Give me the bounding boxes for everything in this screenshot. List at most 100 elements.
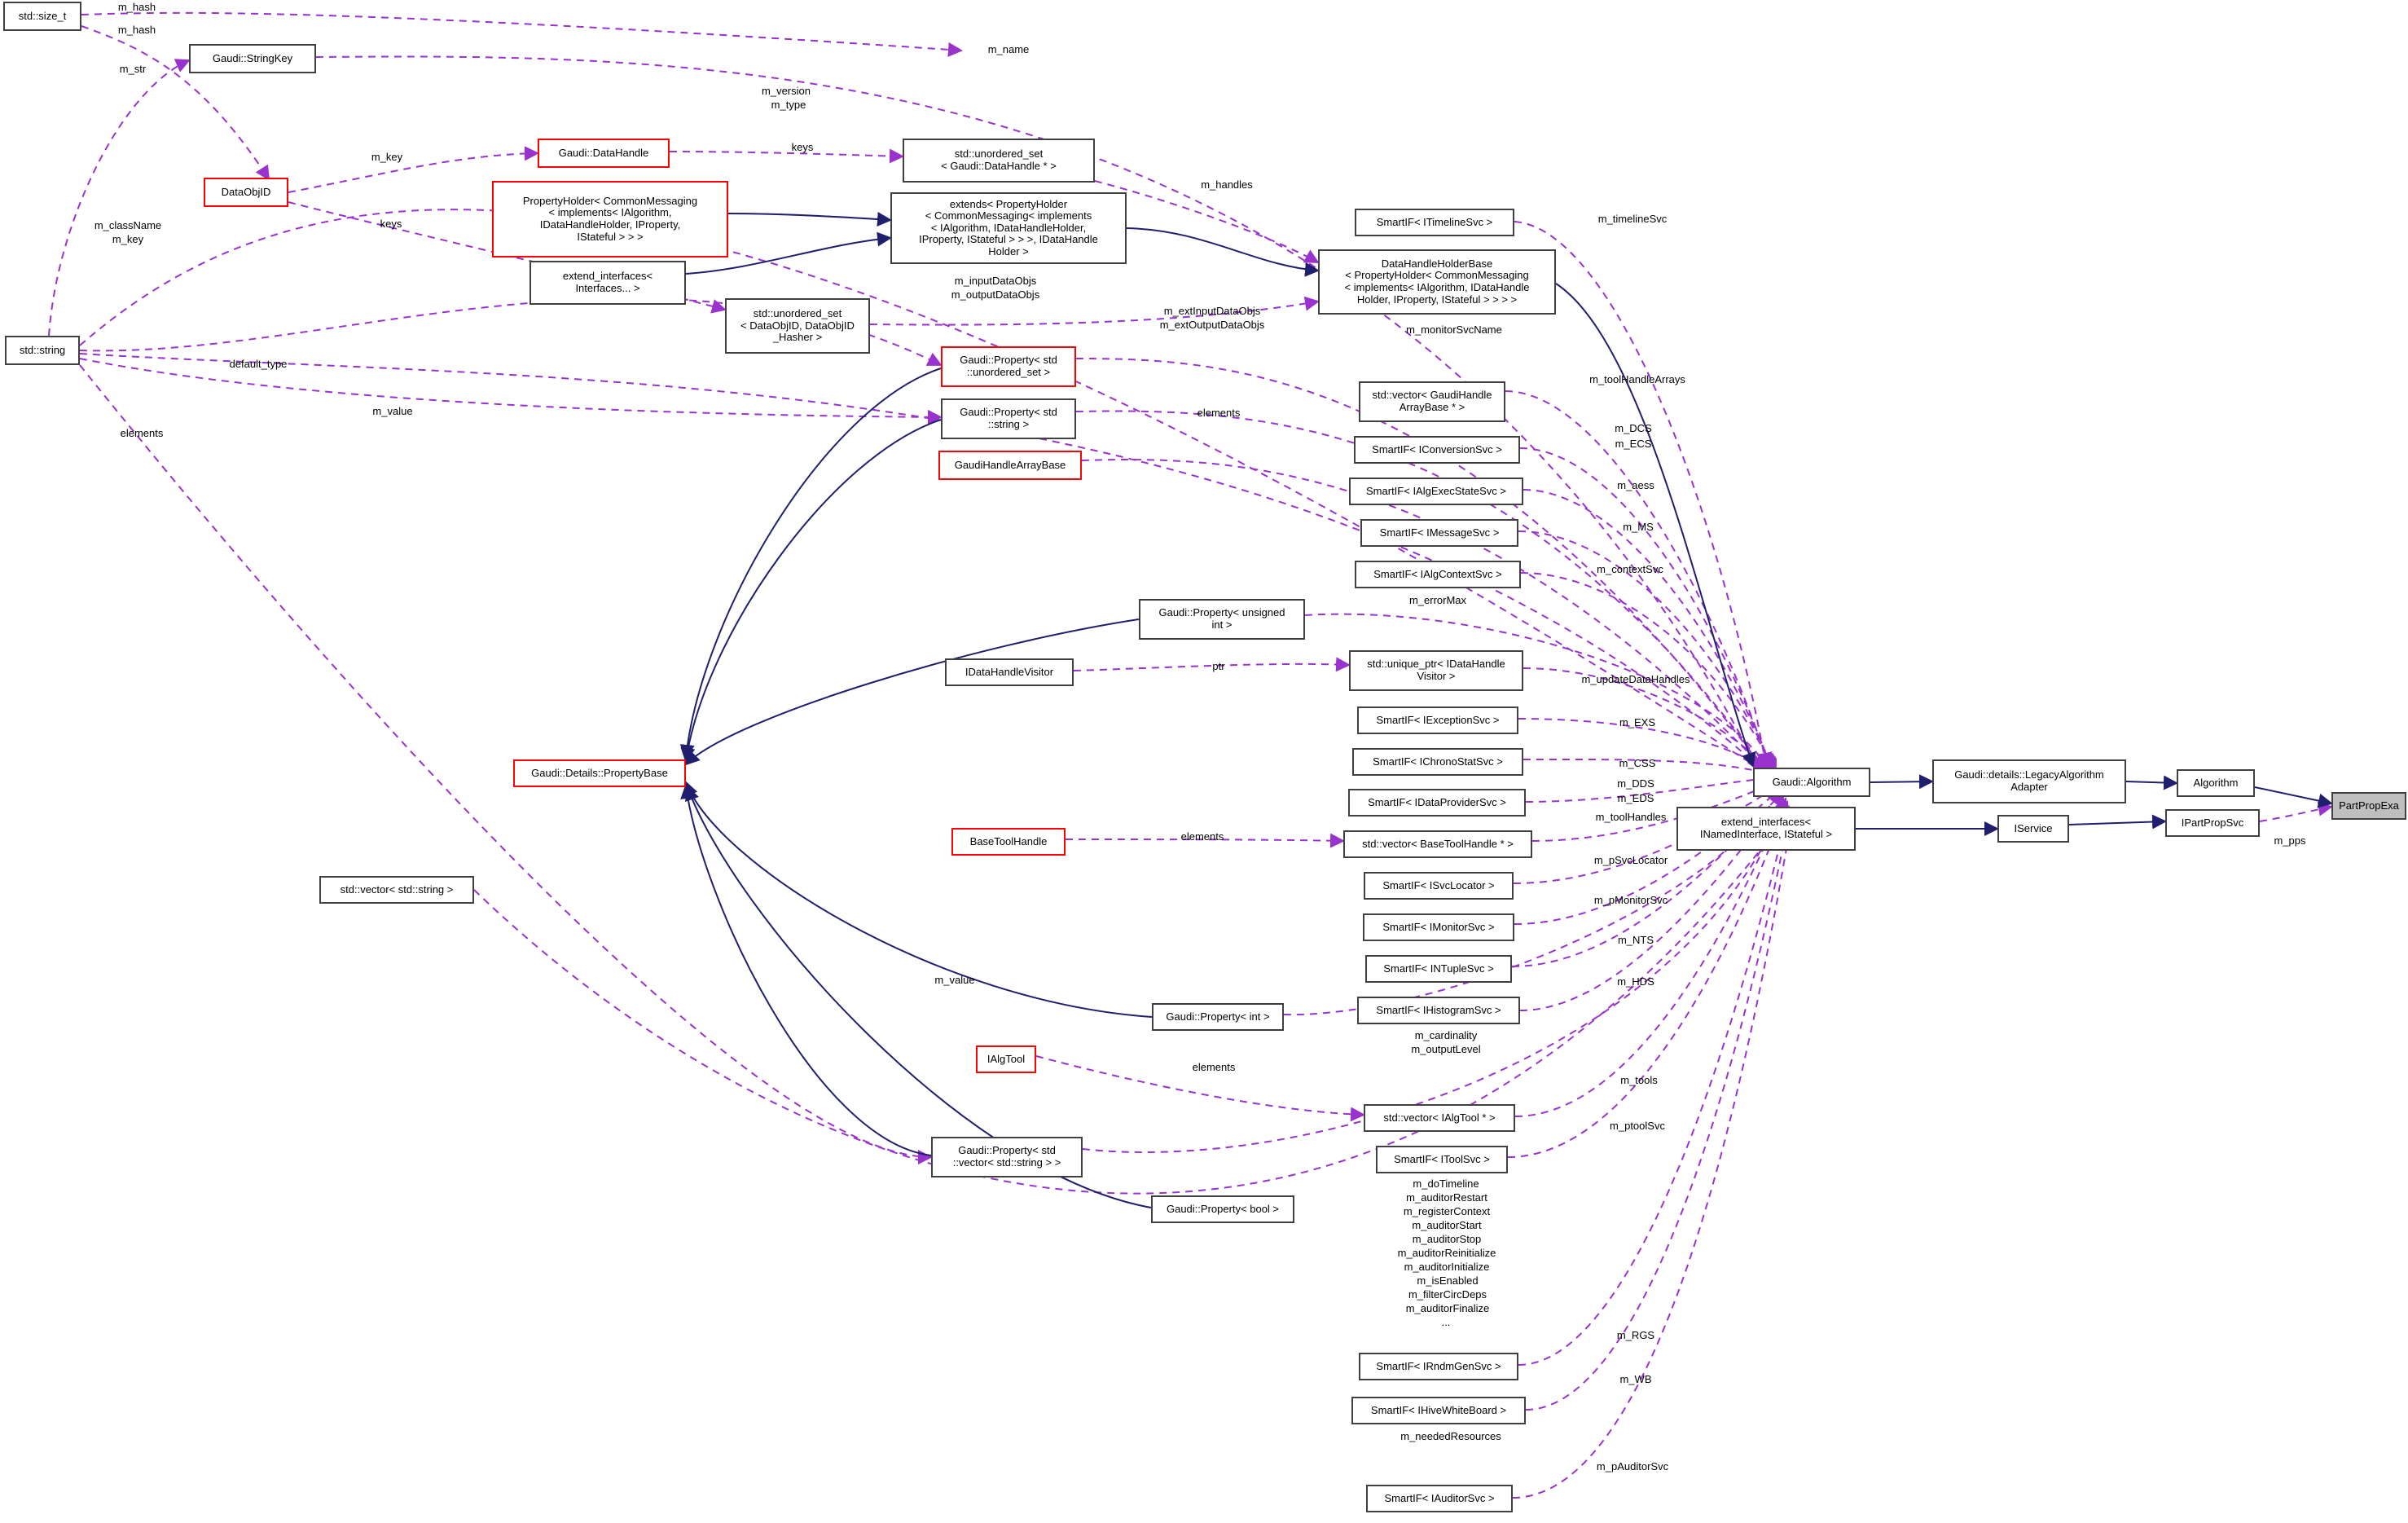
class-node-smartif_chrono[interactable]: SmartIF< IChronoStatSvc > (1352, 748, 1523, 776)
class-node-propertyholder[interactable]: PropertyHolder< CommonMessaging < implem… (492, 181, 728, 258)
edge-label-l_mname: m_name (987, 43, 1030, 55)
class-node-partpropexa[interactable]: PartPropExa (2331, 792, 2406, 820)
class-node-smartif_msg[interactable]: SmartIF< IMessageSvc > (1360, 519, 1518, 547)
class-node-dataobjid[interactable]: DataObjID (204, 178, 288, 207)
class-node-algorithm[interactable]: Algorithm (2177, 769, 2255, 797)
edge-label-l_mhash2: m_hash (117, 24, 156, 36)
class-node-vec_stdstring[interactable]: std::vector< std::string > (319, 876, 474, 904)
class-node-uoset_dataobjid[interactable]: std::unordered_set < DataObjID, DataObjI… (725, 298, 870, 354)
edge-label-l_maess: m_aess (1617, 479, 1654, 491)
edge-label-l_mtype: m_type (771, 99, 806, 111)
edge-label-l_elements0: elements (120, 427, 164, 439)
edge-label-l_mpauditor: m_pAuditorSvc (1596, 1460, 1669, 1472)
inheritance-edge-7 (683, 781, 1153, 1018)
edge-label-l_merrormax: m_errorMax (1408, 594, 1467, 606)
usage-edge-group (48, 11, 2333, 1499)
class-node-smartif_algexec[interactable]: SmartIF< IAlgExecStateSvc > (1349, 478, 1523, 505)
class-node-stdstring[interactable]: std::string (5, 336, 80, 365)
edge-label-l_elements2: elements (1180, 830, 1224, 843)
class-node-gaudihandlearray[interactable]: GaudiHandleArrayBase (938, 451, 1082, 480)
class-node-iservice[interactable]: IService (1997, 815, 2069, 843)
usage-edge-44 (2259, 801, 2333, 822)
class-node-smartif_timeline[interactable]: SmartIF< ITimelineSvc > (1355, 209, 1514, 236)
class-node-smartif_rndm[interactable]: SmartIF< IRndmGenSvc > (1359, 1353, 1518, 1380)
edge-label-l_mpps: m_pps (2274, 834, 2306, 847)
edge-label-l_mtools: m_tools (1620, 1074, 1658, 1086)
class-node-gaudidatahandle[interactable]: Gaudi::DataHandle (538, 139, 670, 168)
edge-label-l_mrgs: m_RGS (1616, 1329, 1655, 1341)
class-node-extendifaces[interactable]: extend_interfaces< Interfaces... > (529, 261, 686, 305)
inheritance-edge-14 (2068, 814, 2167, 830)
class-node-propertybase[interactable]: Gaudi::Details::PropertyBase (513, 759, 686, 787)
class-node-smartif_monitor[interactable]: SmartIF< IMonitorSvc > (1363, 913, 1514, 941)
inheritance-edge-8 (680, 784, 932, 1156)
class-node-legacyadapter[interactable]: Gaudi::details::LegacyAlgorithm Adapter (1932, 759, 2126, 803)
class-node-smartif_exc[interactable]: SmartIF< IExceptionSvc > (1357, 706, 1518, 734)
edge-label-l_mextin: m_extInputDataObjs (1163, 305, 1261, 317)
edge-label-l_props9: m_filterCircDeps (1408, 1288, 1487, 1301)
edge-label-l_keys2: keys (380, 218, 402, 230)
class-node-smartif_ntuple[interactable]: SmartIF< INTupleSvc > (1365, 955, 1512, 983)
class-node-smartif_dataprov[interactable]: SmartIF< IDataProviderSvc > (1348, 789, 1526, 817)
edge-label-l_mnts: m_NTS (1617, 934, 1654, 946)
edge-label-l_mupdate: m_updateDataHandles (1581, 673, 1690, 685)
class-node-smartif_algctx[interactable]: SmartIF< IAlgContextSvc > (1355, 561, 1521, 588)
usage-edge-8 (1094, 180, 1320, 263)
class-node-vec_basetool[interactable]: std::vector< BaseToolHandle * > (1343, 830, 1532, 858)
class-node-extend_inamed[interactable]: extend_interfaces< INamedInterface, ISta… (1676, 807, 1856, 851)
class-node-prop_vecstring[interactable]: Gaudi::Property< std ::vector< std::stri… (931, 1137, 1083, 1177)
class-node-uoset_datahandle[interactable]: std::unordered_set < Gaudi::DataHandle *… (903, 139, 1095, 183)
edge-label-l_mvalue1: m_value (372, 405, 413, 417)
edge-label-l_mecs: m_ECS (1615, 438, 1652, 450)
edge-label-l_mkey2: m_key (112, 233, 144, 245)
edge-label-l_mtimeline: m_timelineSvc (1597, 213, 1668, 225)
class-node-gaudi_algorithm[interactable]: Gaudi::Algorithm (1753, 768, 1870, 797)
edge-label-l_mtoolhand: m_toolHandles (1595, 811, 1667, 823)
usage-edge-14 (79, 364, 933, 1164)
inheritance-edge-1 (727, 212, 892, 227)
edge-label-l_meds: m_EDS (1617, 792, 1654, 804)
edge-label-l_defaulttype: default_type (229, 358, 288, 370)
class-node-smartif_hive[interactable]: SmartIF< IHiveWhiteBoard > (1351, 1397, 1526, 1424)
edge-label-l_props1: m_doTimeline (1413, 1177, 1479, 1190)
edge-label-l_minput: m_inputDataObjs (954, 275, 1037, 287)
edge-label-l_mclassname: m_className (94, 219, 162, 231)
edge-label-l_props10: m_auditorFinalize (1405, 1302, 1490, 1314)
edge-label-l_mtoolharr: m_toolHandleArrays (1589, 373, 1685, 385)
class-node-prop_bool[interactable]: Gaudi::Property< bool > (1151, 1195, 1294, 1223)
class-node-prop_uoset[interactable]: Gaudi::Property< std ::unordered_set > (941, 346, 1076, 387)
edge-label-l_props4: m_auditorStart (1412, 1219, 1482, 1231)
class-node-stringkey[interactable]: Gaudi::StringKey (189, 44, 316, 73)
class-node-extends_ph[interactable]: extends< PropertyHolder < CommonMessagin… (890, 192, 1127, 264)
class-node-vec_ialgtool[interactable]: std::vector< IAlgTool * > (1364, 1104, 1515, 1132)
edge-label-l_elements3: elements (1192, 1061, 1236, 1073)
class-node-ipartpropsvc[interactable]: IPartPropSvc (2165, 809, 2260, 837)
edge-label-l_props8: m_isEnabled (1417, 1274, 1479, 1287)
class-node-prop_uint[interactable]: Gaudi::Property< unsigned int > (1139, 599, 1305, 640)
class-node-vec_ghab[interactable]: std::vector< GaudiHandle ArrayBase * > (1359, 381, 1505, 422)
edge-label-l_mdcs: m_DCS (1615, 422, 1652, 434)
edge-label-l_mhandles: m_handles (1201, 178, 1253, 191)
class-node-smartif_svcloc[interactable]: SmartIF< ISvcLocator > (1364, 872, 1514, 900)
class-node-prop_string[interactable]: Gaudi::Property< std ::string > (941, 398, 1076, 439)
edge-label-l_mexs: m_EXS (1619, 716, 1656, 728)
inheritance-edge-4 (679, 368, 942, 759)
class-node-idatahandlevis[interactable]: IDataHandleVisitor (945, 658, 1074, 686)
usage-edge-42 (473, 812, 1791, 1195)
class-node-ialgtool[interactable]: IAlgTool (976, 1045, 1036, 1073)
class-node-smartif_toolsvc[interactable]: SmartIF< IToolSvc > (1376, 1146, 1508, 1173)
class-node-smartif_conv[interactable]: SmartIF< IConversionSvc > (1354, 436, 1520, 464)
class-node-size_t[interactable]: std::size_t (3, 2, 81, 31)
edge-label-l_mwb: m_WB (1619, 1373, 1652, 1385)
class-node-dhholderbase[interactable]: DataHandleHolderBase < PropertyHolder< C… (1318, 249, 1556, 315)
class-node-smartif_auditor[interactable]: SmartIF< IAuditorSvc > (1366, 1485, 1513, 1512)
class-node-prop_int[interactable]: Gaudi::Property< int > (1152, 1003, 1284, 1031)
edge-label-l_moutput: m_outputDataObjs (951, 288, 1040, 301)
class-node-smartif_histo[interactable]: SmartIF< IHistogramSvc > (1357, 997, 1520, 1024)
edge-label-l_mkey1: m_key (371, 151, 403, 163)
usage-edge-2 (48, 59, 191, 337)
edge-label-l_mctxsvc: m_contextSvc (1597, 563, 1663, 575)
usage-edge-43 (1512, 813, 1798, 1499)
class-node-basetoolhandle[interactable]: BaseToolHandle (951, 828, 1066, 856)
class-node-uptr_dhvisitor[interactable]: std::unique_ptr< IDataHandle Visitor > (1349, 650, 1523, 691)
